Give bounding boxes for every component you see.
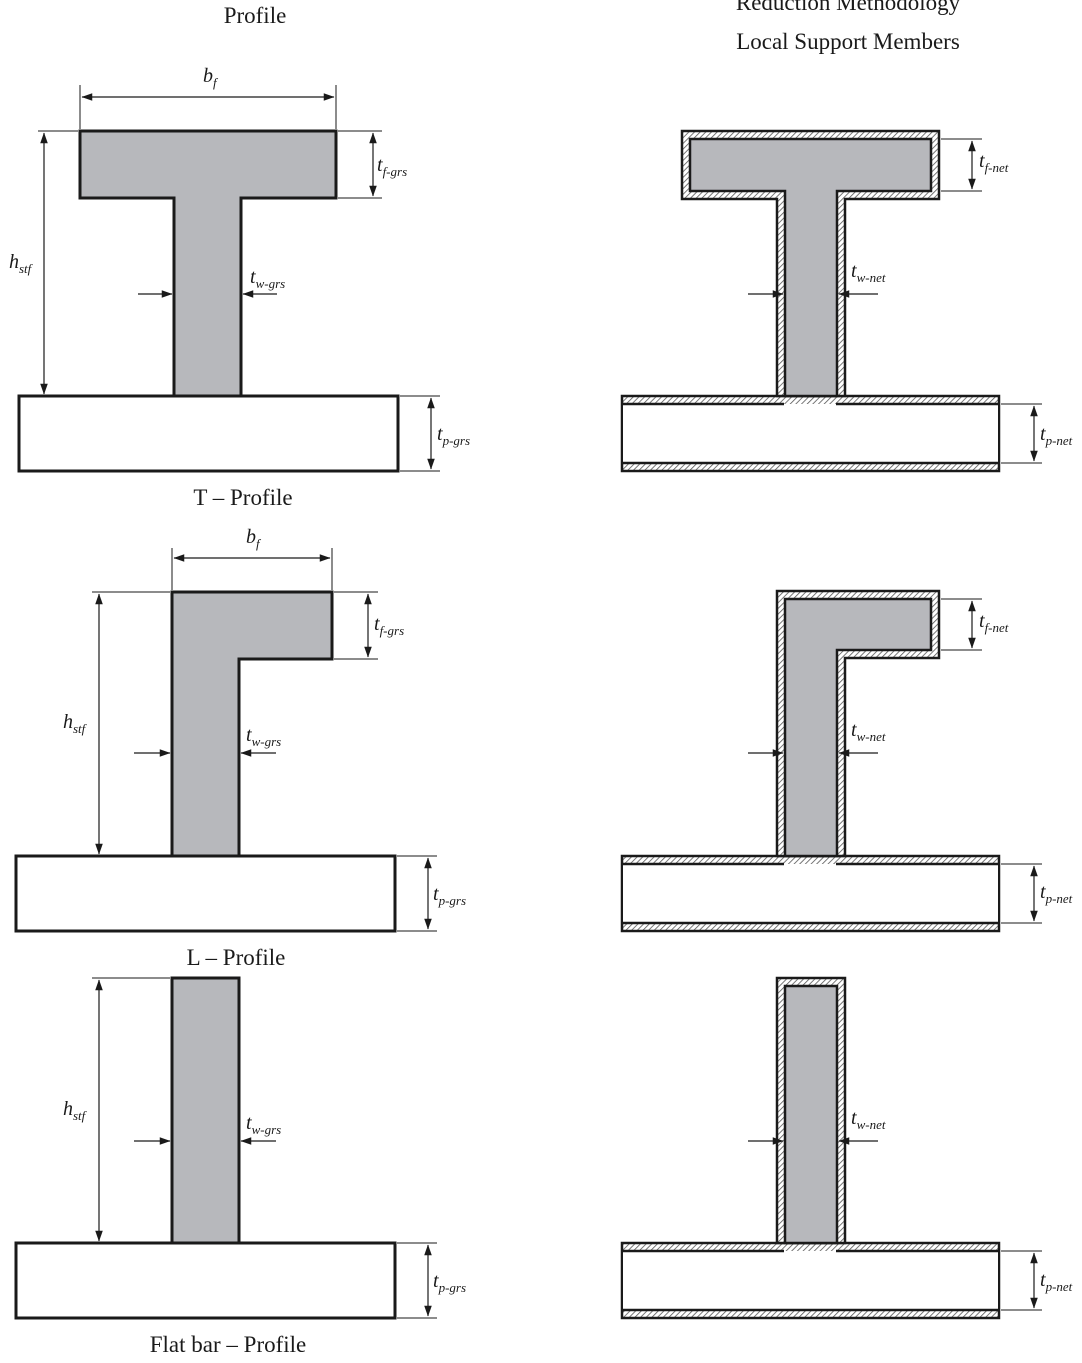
header-profile: Profile [224,3,287,28]
label-l-tf-net: tf-net [979,610,1009,635]
caption-l-profile: L – Profile [187,945,286,970]
label-hstf: hstf [9,251,34,276]
flat-net-stiffener [783,984,839,1245]
caption-flat-profile: Flat bar – Profile [150,1332,307,1357]
label-l-tp-net: tp-net [1040,881,1073,906]
label-l-tw-net: tw-net [851,719,886,744]
t-profile-net: tf-net tw-net tp-net [620,129,1073,473]
label-tw-net: tw-net [851,260,886,285]
label-l-tp-grs: tp-grs [433,883,466,908]
label-tf-grs: tf-grs [377,154,407,179]
label-tp-grs: tp-grs [437,423,470,448]
label-l-bf: bf [246,526,262,551]
caption-t-profile: T – Profile [193,485,292,510]
label-flat-tp-net: tp-net [1040,1269,1073,1294]
label-tf-net: tf-net [979,150,1009,175]
label-l-tw-grs: tw-grs [246,724,281,749]
flat-profile-plate [14,1241,397,1320]
t-profile-plate [17,394,400,473]
label-flat-tw-grs: tw-grs [246,1112,281,1137]
label-l-tf-grs: tf-grs [374,613,404,638]
label-flat-tp-grs: tp-grs [433,1270,466,1295]
l-profile-net: tf-net tw-net tp-net [620,589,1073,933]
l-net-stiffener [783,597,933,858]
l-profile-gross: bf hstf tf-grs tw-grs tp-grs [14,526,466,933]
label-tp-net: tp-net [1040,423,1073,448]
header-local-support-members: Local Support Members [736,29,960,54]
header-reduction-methodology: Reduction Methodology [736,0,961,15]
l-profile-plate [14,854,397,933]
t-profile-gross: bf hstf tf-grs tw-grs tp-grs [9,65,470,473]
flat-profile-stiffener [170,976,241,1245]
t-profile-stiffener [78,129,338,398]
l-profile-stiffener [170,590,334,858]
label-flat-tw-net: tw-net [851,1107,886,1132]
t-net-stiffener [688,137,933,398]
flat-profile-gross: hstf tw-grs tp-grs [14,976,466,1320]
label-tw-grs: tw-grs [250,266,285,291]
label-l-hstf: hstf [63,711,88,736]
label-bf: bf [203,65,219,90]
flat-profile-net: tw-net tp-net [620,976,1073,1320]
label-flat-hstf: hstf [63,1098,88,1123]
